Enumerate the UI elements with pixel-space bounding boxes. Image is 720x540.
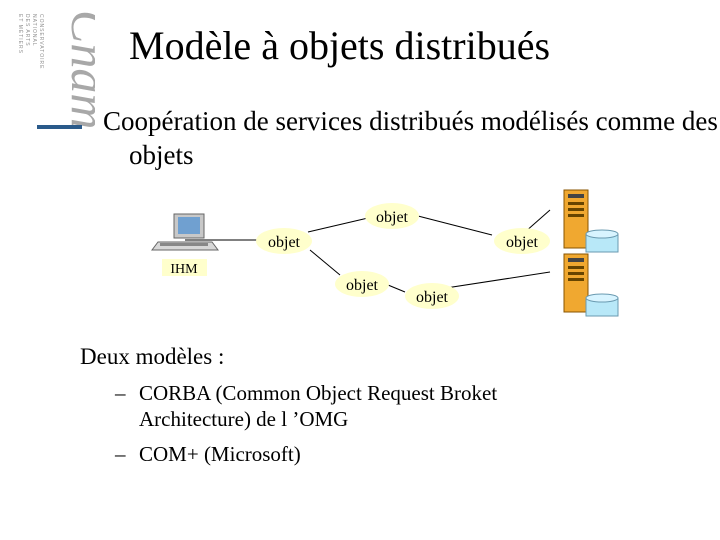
list-item: –CORBA (Common Object Request Broket Arc…	[115, 380, 595, 432]
ihm-label: IHM	[170, 262, 198, 277]
object-node-3-label: objet	[506, 234, 539, 251]
server-icon	[564, 254, 588, 312]
bullet-dash: –	[115, 380, 139, 406]
logo-wordmark: Cnam	[61, 10, 95, 129]
list-item-text: CORBA (Common Object Request Broket Arch…	[139, 381, 497, 431]
intro-text: Coopération de services distribués modél…	[103, 104, 720, 172]
object-node-1-label: objet	[268, 234, 301, 251]
computer-icon	[152, 214, 218, 250]
logo-subtitle-2: NATIONAL	[31, 14, 37, 47]
list-item-text: COM+ (Microsoft)	[139, 442, 301, 466]
database-icon	[586, 294, 618, 316]
logo-subtitle-4: ET MÉTIERS	[17, 14, 24, 54]
model-list: –CORBA (Common Object Request Broket Arc…	[115, 380, 595, 476]
distributed-objects-diagram: IHM objet objet objet objet objet	[130, 180, 630, 330]
object-node-5-label: objet	[416, 289, 449, 306]
section-heading: Deux modèles :	[80, 342, 224, 372]
logo-subtitle-3: DES ARTS	[24, 14, 30, 47]
object-node-4-label: objet	[346, 277, 379, 294]
logo-underline	[37, 125, 82, 129]
database-icon	[586, 230, 618, 252]
server-icon	[564, 190, 588, 248]
bullet-dash: –	[115, 441, 139, 467]
object-node-2-label: objet	[376, 209, 409, 226]
slide-title: Modèle à objets distribués	[129, 22, 550, 70]
list-item: –COM+ (Microsoft)	[115, 441, 595, 467]
cnam-logo: Cnam CONSERVATOIRE NATIONAL DES ARTS ET …	[0, 0, 95, 140]
logo-subtitle-1: CONSERVATOIRE	[38, 14, 44, 69]
